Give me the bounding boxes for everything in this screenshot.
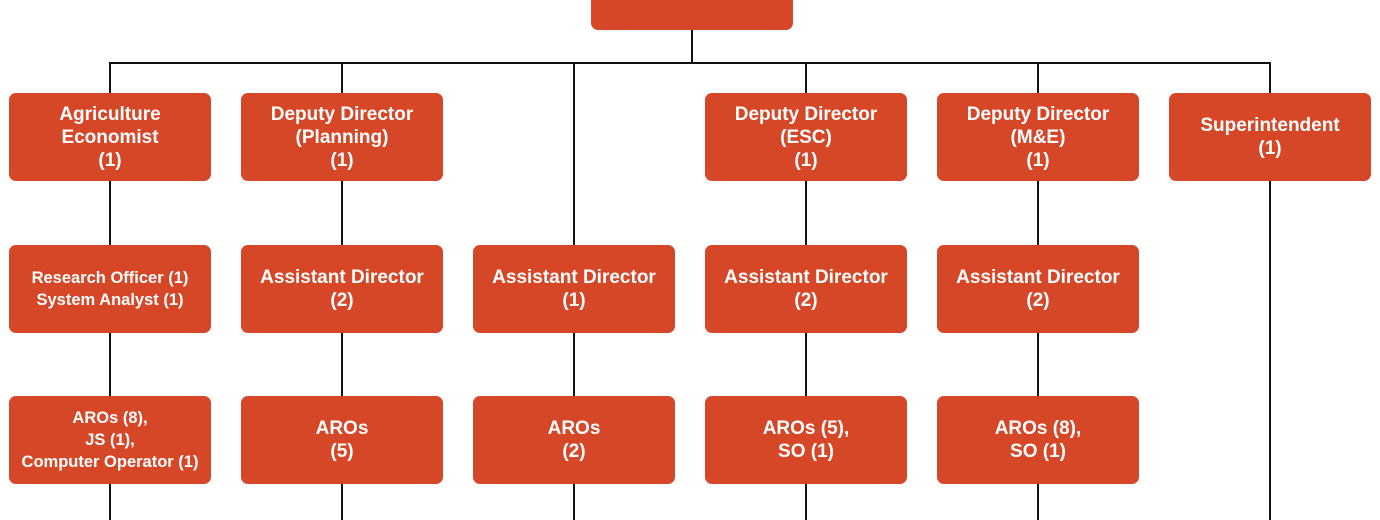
node-label-line: Assistant Director [724, 267, 888, 288]
node-deputy-director-esc: Deputy Director (ESC) (1) [705, 93, 907, 181]
node-label-line: JS (1), [85, 431, 135, 449]
node-count: (2) [1026, 290, 1050, 311]
node-aros-so-esc: AROs (5), SO (1) [705, 396, 907, 484]
node-label-line: Assistant Director [492, 267, 656, 288]
node-count: (2) [330, 290, 354, 311]
node-assistant-director-planning: Assistant Director (2) [241, 245, 443, 333]
node-count: (1) [1026, 149, 1050, 171]
node-label-line: Deputy Director [966, 103, 1110, 125]
node-label-line: AROs [315, 418, 369, 439]
node-agriculture-economist: Agriculture Economist (1) [9, 93, 211, 181]
node-label-line: (M&E) [1010, 126, 1066, 148]
node-aros-so-me: AROs (8), SO (1) [937, 396, 1139, 484]
node-count: (1) [794, 149, 818, 171]
node-label-line: Deputy Director [270, 103, 414, 125]
node-count: (5) [330, 441, 354, 462]
node-label-line: (Planning) [295, 126, 389, 148]
node-count: (2) [562, 441, 586, 462]
node-label-line: Agriculture [59, 103, 161, 125]
node-label-line: (ESC) [780, 126, 832, 148]
node-count: (2) [794, 290, 818, 311]
node-label-line: Assistant Director [260, 267, 424, 288]
node-aros-planning: AROs (5) [241, 396, 443, 484]
node-count: (1) [98, 149, 122, 171]
node-count: (1) [1258, 138, 1282, 159]
node-aros-js-computer-operator: AROs (8), JS (1), Computer Operator (1) [9, 396, 211, 484]
node-research-officer-system-analyst: Research Officer (1) System Analyst (1) [9, 245, 211, 333]
node-label-line: AROs (5), [762, 418, 850, 439]
node-label-line: Superintendent [1200, 115, 1340, 136]
node-deputy-director-me: Deputy Director (M&E) (1) [937, 93, 1139, 181]
node-label-line: AROs [547, 418, 601, 439]
node-label-line: Deputy Director [734, 103, 878, 125]
node-label-line: SO (1) [1010, 441, 1066, 462]
node-assistant-director-center: Assistant Director (1) [473, 245, 675, 333]
node-count: (1) [562, 290, 586, 311]
node-label-line: Economist [61, 126, 159, 148]
node-label-line: SO (1) [778, 441, 834, 462]
node-aros-center: AROs (2) [473, 396, 675, 484]
node-superintendent: Superintendent (1) [1169, 93, 1371, 181]
top-node [591, 0, 793, 30]
node-count: (1) [330, 149, 354, 171]
node-label-line: Assistant Director [956, 267, 1120, 288]
node-label-line: Research Officer (1) [31, 269, 189, 287]
node-label-line: AROs (8), [994, 418, 1082, 439]
node-assistant-director-me: Assistant Director (2) [937, 245, 1139, 333]
node-deputy-director-planning: Deputy Director (Planning) (1) [241, 93, 443, 181]
node-label-line: Computer Operator (1) [21, 453, 199, 471]
node-assistant-director-esc: Assistant Director (2) [705, 245, 907, 333]
node-label-line: AROs (8), [72, 409, 148, 427]
node-label-line: System Analyst (1) [36, 291, 184, 309]
